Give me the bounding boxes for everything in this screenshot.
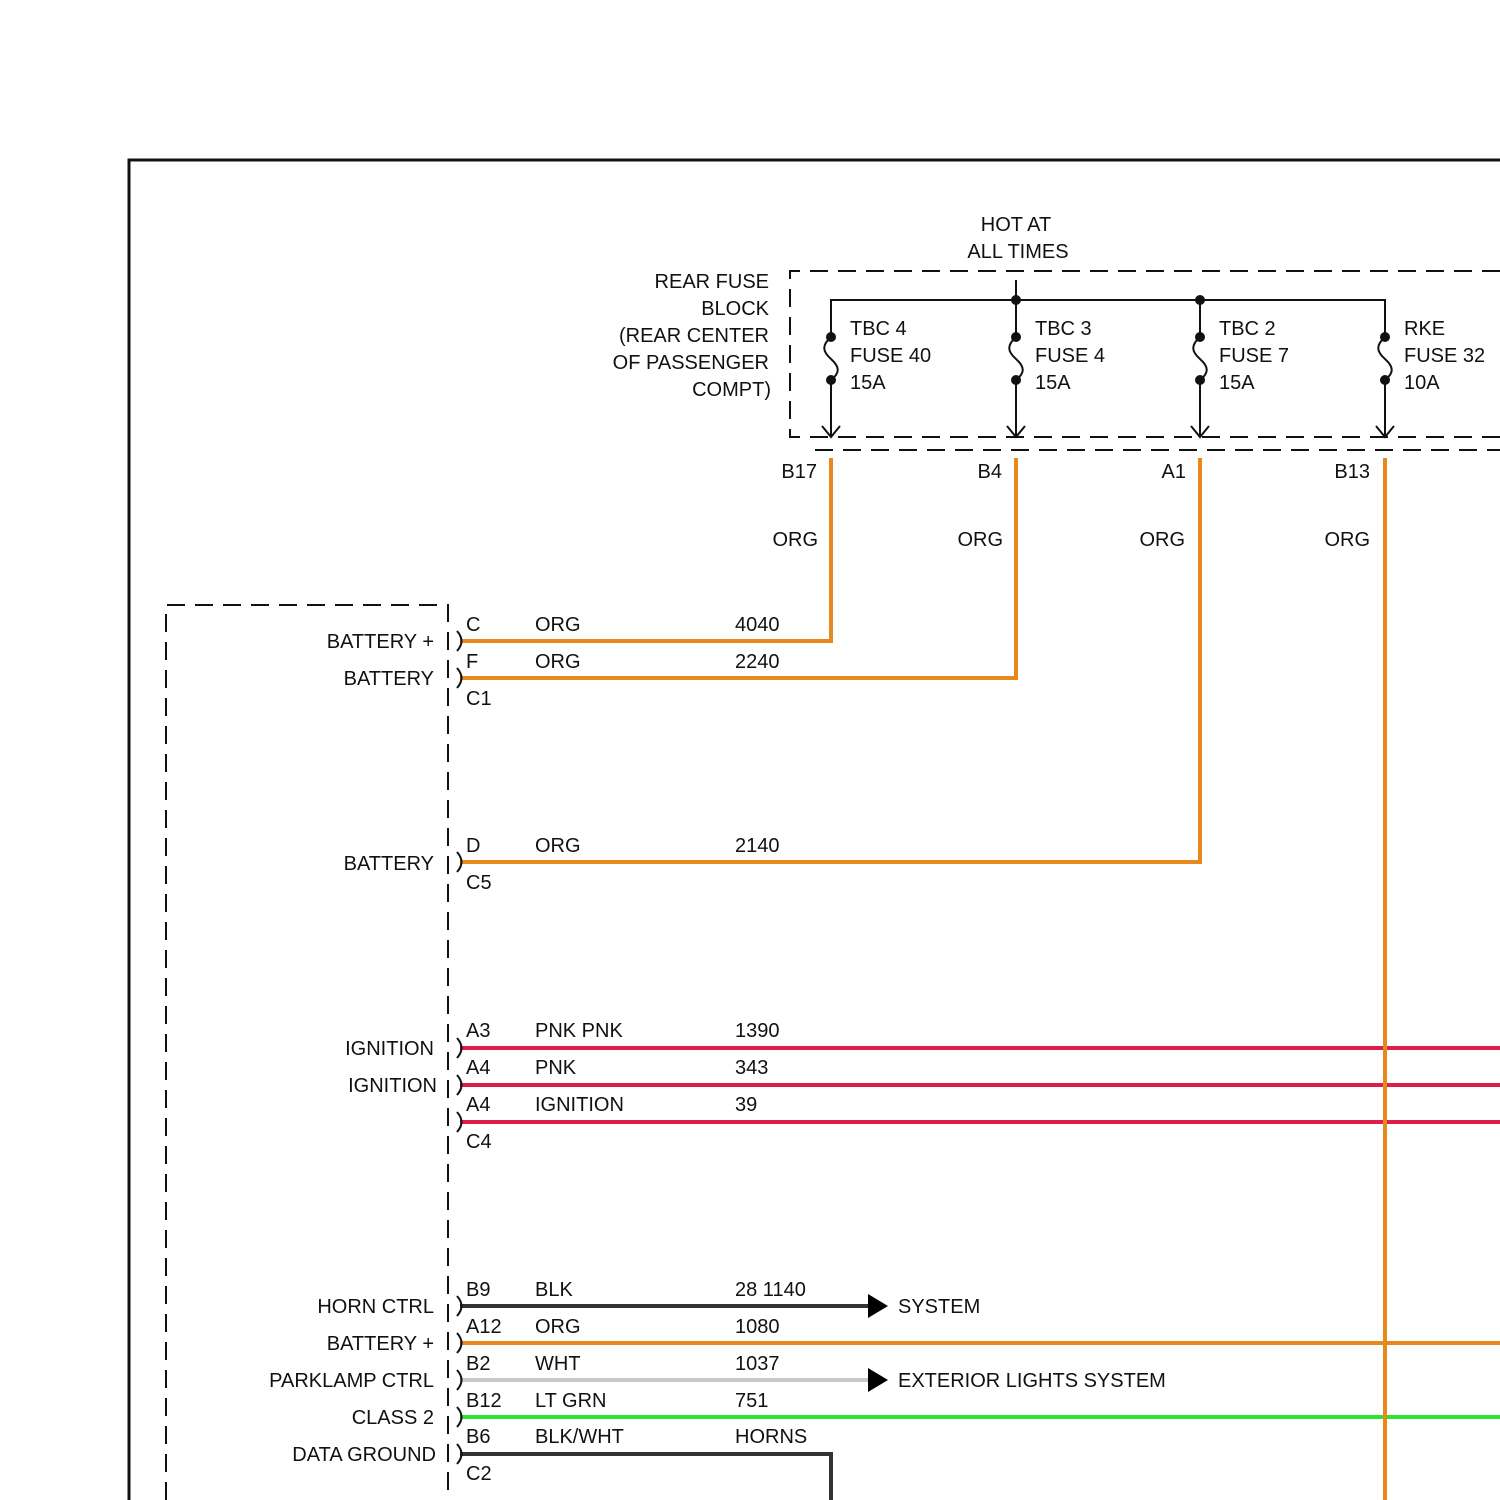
fuse-number: FUSE 32 — [1404, 345, 1485, 367]
wire-circuit: 28 1140 — [735, 1279, 806, 1301]
exterior-lights-destination: EXTERIOR LIGHTS SYSTEM — [898, 1370, 1166, 1392]
fuse-symbol — [1009, 337, 1023, 380]
wire-circuit: HORNS — [735, 1426, 807, 1448]
wire-pin: A3 — [466, 1020, 490, 1042]
wire-pin: A12 — [466, 1316, 502, 1338]
terminal-label-b17: B17 — [781, 461, 817, 483]
wire-circuit: 751 — [735, 1390, 768, 1412]
fuse-number: FUSE 4 — [1035, 345, 1105, 367]
terminal-label-b4: B4 — [978, 461, 1002, 483]
module-pin-labels: BATTERY + BATTERY BATTERY IGNITION IGNIT… — [269, 631, 437, 1466]
wire-pin: A4 — [466, 1057, 490, 1079]
pin-label-battery-plus-1: BATTERY + — [327, 631, 434, 653]
fuse-name: RKE — [1404, 318, 1445, 340]
pin-label-horn-ctrl: HORN CTRL — [317, 1296, 434, 1318]
fuse-name: TBC 4 — [850, 318, 907, 340]
fuse-rating: 15A — [850, 372, 886, 394]
wire-color: IGNITION — [535, 1094, 624, 1116]
wire-pin: F — [466, 651, 478, 673]
wire-color: PNK — [535, 1057, 577, 1079]
wire-pin: B2 — [466, 1353, 490, 1375]
fuse-number: FUSE 40 — [850, 345, 931, 367]
pin-label-battery-plus-2: BATTERY + — [327, 1333, 434, 1355]
wire-circuit: 343 — [735, 1057, 768, 1079]
wire-pin: B6 — [466, 1426, 490, 1448]
fuse-block-label-line2: BLOCK — [701, 298, 769, 320]
fuse-symbol — [824, 337, 838, 380]
feed-color-label-3: ORG — [1139, 529, 1185, 551]
pin-label-data-ground: DATA GROUND — [292, 1444, 436, 1466]
fuse-tbc4: TBC 4 FUSE 40 15A — [822, 300, 931, 437]
wire-color: PNK PNK — [535, 1020, 623, 1042]
terminal-label-a1: A1 — [1162, 461, 1186, 483]
wire-color: LT GRN — [535, 1390, 607, 1412]
feed-color-label-2: ORG — [957, 529, 1003, 551]
fuse-number: FUSE 7 — [1219, 345, 1289, 367]
wire-color: ORG — [535, 651, 581, 673]
wire-circuit: 2240 — [735, 651, 780, 673]
fuse-symbol — [1378, 337, 1392, 380]
connector-id-c4: C4 — [466, 1131, 492, 1153]
feed-color-label-4: ORG — [1324, 529, 1370, 551]
pin-label-ignition-2: IGNITION — [348, 1075, 437, 1097]
pin-label-battery-1: BATTERY — [344, 668, 434, 690]
fuse-rke: RKE FUSE 32 10A — [1376, 318, 1485, 437]
wire-horns — [460, 1454, 831, 1500]
wire-circuit: 1390 — [735, 1020, 780, 1042]
hot-at-label-line1: HOT AT — [981, 214, 1051, 236]
fuse-symbol — [1193, 337, 1207, 380]
feed-color-label-1: ORG — [772, 529, 818, 551]
fuse-block-label-line3: (REAR CENTER — [619, 325, 769, 347]
hot-at-label-line2: ALL TIMES — [967, 241, 1068, 263]
fuse-rating: 10A — [1404, 372, 1440, 394]
fuse-block-label-line5: COMPT) — [692, 379, 771, 401]
wire-circuit: 4040 — [735, 614, 780, 636]
fuse-rating: 15A — [1035, 372, 1071, 394]
pin-label-parklamp-ctrl: PARKLAMP CTRL — [269, 1370, 434, 1392]
wire-color: ORG — [535, 835, 581, 857]
wire-pin: B12 — [466, 1390, 502, 1412]
connector-id-c5: C5 — [466, 872, 492, 894]
fuse-tbc2: TBC 2 FUSE 7 15A — [1191, 300, 1289, 437]
wire-color: BLK/WHT — [535, 1426, 624, 1448]
system-arrow-icon — [868, 1294, 888, 1318]
wire-pin: A4 — [466, 1094, 490, 1116]
fuse-tbc3: TBC 3 FUSE 4 15A — [1007, 300, 1105, 437]
fuse-name: TBC 3 — [1035, 318, 1092, 340]
wires — [460, 458, 1500, 1500]
wire-pin: D — [466, 835, 480, 857]
rear-fuse-block: REAR FUSE BLOCK (REAR CENTER OF PASSENGE… — [613, 271, 1500, 551]
fuse-rating: 15A — [1219, 372, 1255, 394]
wire-labels: C ORG 4040 F ORG 2240 D ORG 2140 A3 PNK … — [466, 614, 807, 1448]
connector-brackets — [457, 631, 462, 1464]
pin-label-battery-2: BATTERY — [344, 853, 434, 875]
connector-id-c2: C2 — [466, 1463, 492, 1485]
exterior-lights-arrow-icon — [868, 1368, 888, 1392]
pin-label-class-2: CLASS 2 — [352, 1407, 434, 1429]
system-destination: SYSTEM — [898, 1296, 980, 1318]
wire-circuit: 39 — [735, 1094, 757, 1116]
wire-color: ORG — [535, 614, 581, 636]
wire-2240 — [460, 458, 1016, 678]
wire-circuit: 1037 — [735, 1353, 780, 1375]
pin-label-ignition-1: IGNITION — [345, 1038, 434, 1060]
fuse-name: TBC 2 — [1219, 318, 1276, 340]
terminal-label-b13: B13 — [1334, 461, 1370, 483]
wire-pin: B9 — [466, 1279, 490, 1301]
hot-bus-bar — [831, 300, 1385, 337]
wire-color: ORG — [535, 1316, 581, 1338]
wire-pin: C — [466, 614, 480, 636]
connector-id-c1: C1 — [466, 688, 492, 710]
fuse-block-label-line4: OF PASSENGER — [613, 352, 769, 374]
wire-circuit: 2140 — [735, 835, 780, 857]
fuse-block-label-line1: REAR FUSE — [655, 271, 769, 293]
wire-circuit: 1080 — [735, 1316, 780, 1338]
wire-color: BLK — [535, 1279, 573, 1301]
wire-color: WHT — [535, 1353, 581, 1375]
